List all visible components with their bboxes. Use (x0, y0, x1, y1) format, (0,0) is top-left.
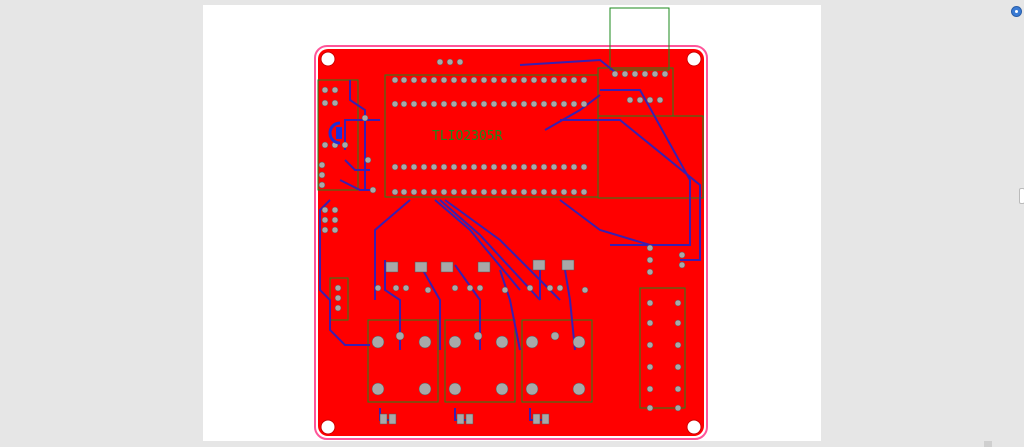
silkscreen-layer (317, 67, 704, 409)
mounting-hole-bl (320, 419, 336, 435)
sensor-footprint (317, 79, 359, 191)
bottom-right-header (639, 287, 686, 409)
usb-connector-outline (609, 7, 670, 71)
mcu-bottom-pins (391, 163, 588, 196)
board-outline (314, 45, 708, 440)
crystal-icon (328, 121, 342, 145)
left-components (318, 86, 377, 312)
traces (319, 58, 701, 421)
mounting-holes (320, 51, 702, 435)
settings-dot-icon[interactable] (1011, 6, 1022, 17)
mcu-top-pins (391, 76, 588, 108)
display-footprint (597, 115, 704, 199)
copper-pour (318, 49, 704, 436)
vertical-scroll-handle[interactable] (1019, 188, 1024, 204)
right-header-pins (646, 244, 686, 412)
channel-components (371, 259, 589, 425)
channel3-block (521, 319, 593, 403)
mounting-hole-tl (320, 51, 336, 67)
status-indicator (984, 441, 992, 447)
channel1-block (367, 319, 439, 403)
header-pins (436, 58, 669, 104)
chip-label: TLIO2305R (432, 129, 503, 144)
mounting-hole-br (686, 419, 702, 435)
mounting-hole-tr (686, 51, 702, 67)
